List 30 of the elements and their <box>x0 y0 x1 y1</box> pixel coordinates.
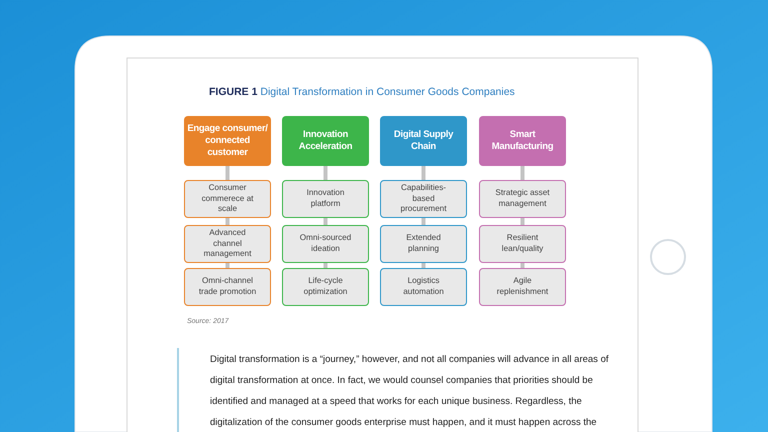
item-box: Capabilities-based procurement <box>380 180 467 218</box>
item-box: Agile replenishment <box>479 268 566 306</box>
connector-line <box>520 218 524 225</box>
connector-line <box>226 166 230 180</box>
item-box: Life-cycle optimization <box>282 268 369 306</box>
item-box: Omni-sourced ideation <box>282 225 369 263</box>
item-box: Resilient lean/quality <box>479 225 566 263</box>
connector-line <box>422 218 426 225</box>
category-box: Engage consumer/ connected customer <box>184 116 271 166</box>
category-box: Digital Supply Chain <box>380 116 467 166</box>
figure-title: FIGURE 1 Digital Transformation in Consumer Goods Companies <box>209 86 515 98</box>
connector-line <box>226 218 230 225</box>
body-paragraph: Digital transformation is a “journey,” however, and not all companies will advance in all areas of digital transformation at once. In fact, we would counsel companies that priorities should be identified and managed at a speed that works for each unique business. Regardless, the digitalization of the consumer goods enterprise must happen, and it must happen across the <box>210 353 610 430</box>
connector-line <box>422 166 426 180</box>
connector-line <box>422 263 426 268</box>
item-box: Innovation platform <box>282 180 369 218</box>
item-box: Consumer commerece at scale <box>184 180 271 218</box>
category-box: Smart Manufacturing <box>479 116 566 166</box>
item-box: Extended planning <box>380 225 467 263</box>
connector-line <box>324 166 328 180</box>
item-box: Omni-channel trade promotion <box>184 268 271 306</box>
item-box: Logistics automation <box>380 268 467 306</box>
category-box: Innovation Acceleration <box>282 116 369 166</box>
connector-line <box>226 263 230 268</box>
item-box: Advanced channel management <box>184 225 271 263</box>
item-box: Strategic asset management <box>479 180 566 218</box>
connector-line <box>324 218 328 225</box>
connector-line <box>324 263 328 268</box>
connector-line <box>520 263 524 268</box>
connector-line <box>520 166 524 180</box>
